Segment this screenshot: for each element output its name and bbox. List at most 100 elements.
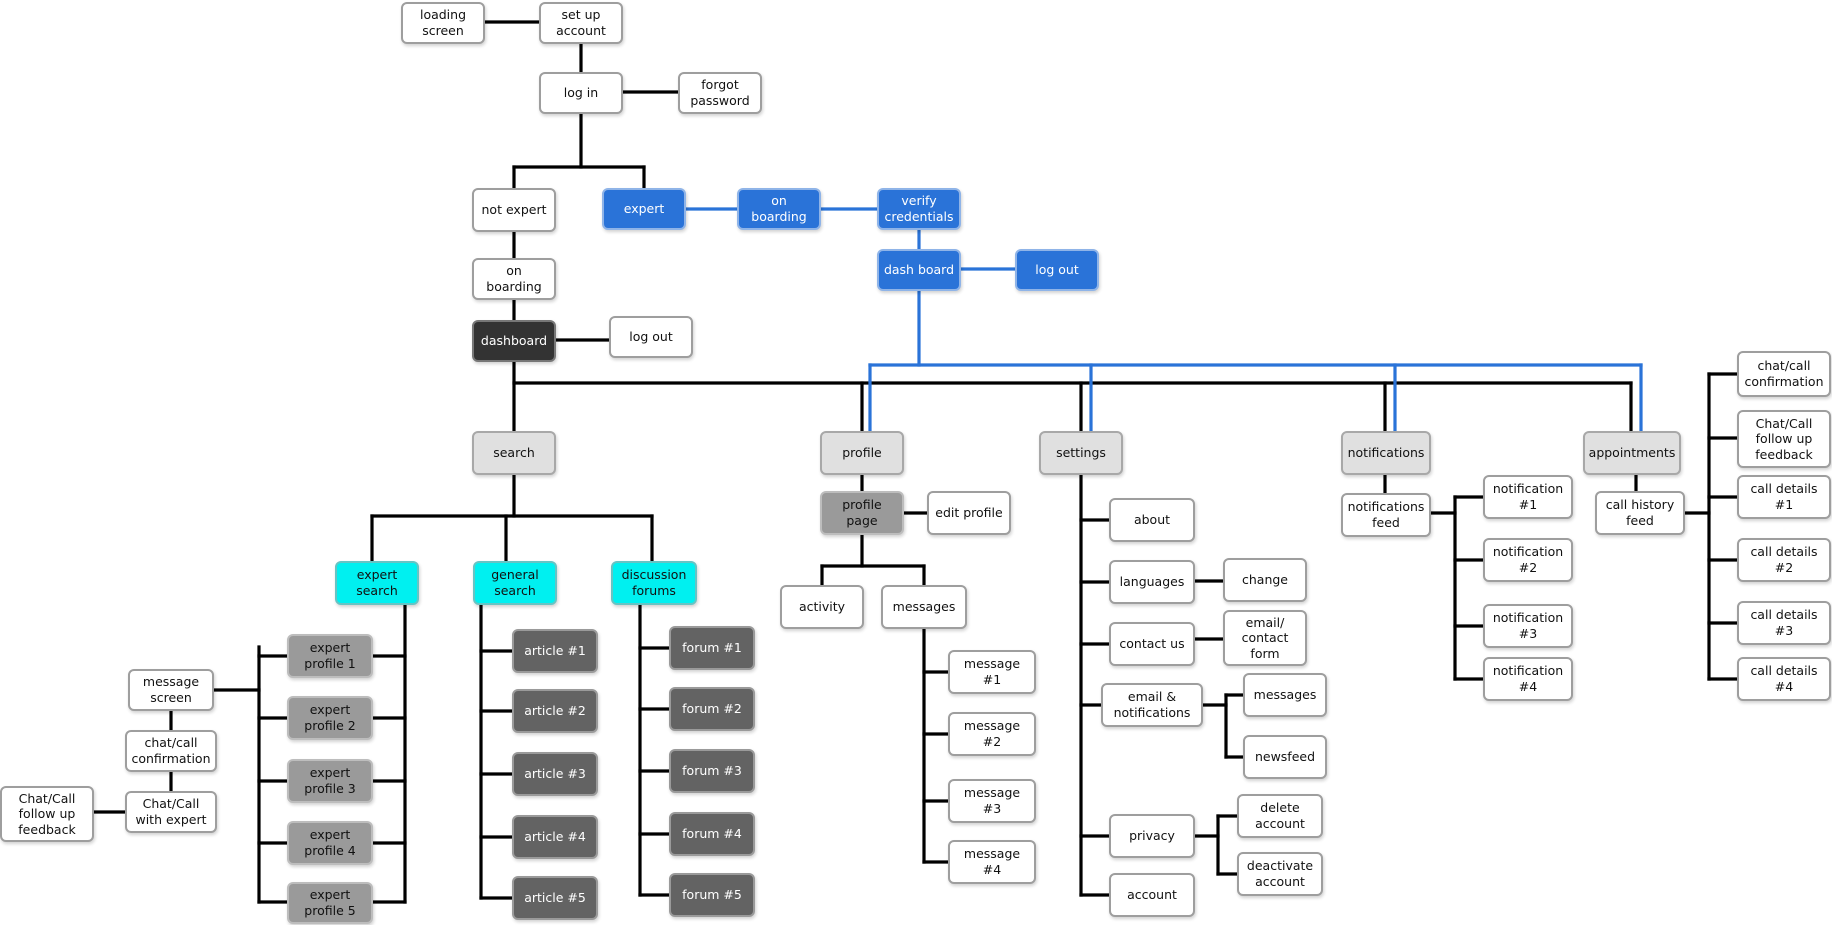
node-label: message #1 <box>963 656 1021 687</box>
node-label: message screen <box>142 674 200 705</box>
node-profilepage: profile page <box>820 491 904 535</box>
node-label: profile page <box>842 497 882 528</box>
node-label: Chat/Call with expert <box>135 796 207 827</box>
node-about: about <box>1109 498 1195 542</box>
node-profile: profile <box>820 431 904 475</box>
node-newsfeed: newsfeed <box>1243 735 1327 779</box>
node-notifications: notifications <box>1341 431 1431 475</box>
node-f3: forum #3 <box>669 749 755 793</box>
node-label: expert profile 1 <box>304 640 356 671</box>
node-label: set up account <box>556 7 606 38</box>
node-label: expert profile 3 <box>304 765 356 796</box>
node-label: article #4 <box>524 829 586 845</box>
node-chatfollow: Chat/Call follow up feedback <box>0 786 94 842</box>
node-a4: article #4 <box>512 815 598 859</box>
node-chatexpert: Chat/Call with expert <box>125 791 217 833</box>
node-label: forgot password <box>690 77 750 108</box>
node-notiffeed: notifications feed <box>1341 493 1431 537</box>
node-label: notifications feed <box>1347 499 1425 530</box>
node-m2: message #2 <box>948 712 1036 756</box>
node-label: expert search <box>356 567 398 598</box>
node-chatconf2: chat/call confirmation <box>1737 351 1831 397</box>
node-m1: message #1 <box>948 650 1036 694</box>
node-ep3: expert profile 3 <box>287 759 373 803</box>
node-privacy: privacy <box>1109 814 1195 858</box>
node-label: article #5 <box>524 890 586 906</box>
node-label: settings <box>1056 445 1106 461</box>
node-f4: forum #4 <box>669 812 755 856</box>
node-settings: settings <box>1039 431 1123 475</box>
node-forums: discussion forums <box>611 561 697 605</box>
node-f1: forum #1 <box>669 626 755 670</box>
node-activity: activity <box>780 585 864 629</box>
node-label: messages <box>892 599 956 615</box>
node-label: article #2 <box>524 703 586 719</box>
node-m3: message #3 <box>948 779 1036 823</box>
node-expert: expert <box>602 188 686 230</box>
node-ep5: expert profile 5 <box>287 882 373 924</box>
node-f2: forum #2 <box>669 687 755 731</box>
node-label: general search <box>491 567 539 598</box>
node-contactform: email/ contact form <box>1223 610 1307 666</box>
node-label: call details #1 <box>1750 481 1818 512</box>
node-label: loading screen <box>419 7 467 38</box>
node-label: Chat/Call follow up feedback <box>1755 415 1813 462</box>
node-label: dash board <box>883 262 955 278</box>
node-appointments: appointments <box>1583 431 1681 475</box>
node-label: message #3 <box>963 785 1021 816</box>
node-change: change <box>1223 558 1307 602</box>
node-f5: forum #5 <box>669 873 755 917</box>
node-a3: article #3 <box>512 752 598 796</box>
node-logout-blue: log out <box>1015 249 1099 291</box>
node-ep1: expert profile 1 <box>287 634 373 678</box>
node-label: log out <box>629 329 673 345</box>
node-label: privacy <box>1129 828 1175 844</box>
node-label: message #2 <box>963 718 1021 749</box>
node-onboard: on boarding <box>472 258 556 300</box>
node-label: forum #2 <box>682 701 742 717</box>
node-label: on boarding <box>486 263 542 294</box>
node-label: contact us <box>1119 636 1185 652</box>
node-setup: set up account <box>539 2 623 44</box>
node-label: about <box>1133 512 1171 528</box>
node-a2: article #2 <box>512 689 598 733</box>
node-label: chat/call confirmation <box>1744 358 1824 389</box>
node-label: call details #4 <box>1750 663 1818 694</box>
node-dashboard-blue: dash board <box>877 249 961 291</box>
node-label: email & notifications <box>1113 689 1191 720</box>
node-cd3: call details #3 <box>1737 601 1831 645</box>
node-label: email/ contact form <box>1241 614 1289 661</box>
node-forgot: forgot password <box>678 72 762 114</box>
node-label: activity <box>798 599 846 615</box>
node-label: appointments <box>1588 445 1676 461</box>
node-label: edit profile <box>935 505 1003 521</box>
node-n3: notification #3 <box>1483 604 1573 648</box>
node-n1: notification #1 <box>1483 475 1573 519</box>
node-cd1: call details #1 <box>1737 475 1831 519</box>
node-label: log out <box>1035 262 1079 278</box>
node-label: change <box>1241 572 1288 588</box>
node-label: discussion forums <box>621 567 687 598</box>
node-onboard-blue: on boarding <box>737 188 821 230</box>
node-notexpert: not expert <box>472 188 556 232</box>
node-label: call details #3 <box>1750 607 1818 638</box>
node-label: deactivate account <box>1246 858 1314 889</box>
node-label: call history feed <box>1605 497 1675 528</box>
node-label: message #4 <box>963 846 1021 877</box>
node-label: search <box>493 445 535 461</box>
node-label: delete account <box>1255 800 1305 831</box>
node-label: notifications <box>1347 445 1425 461</box>
node-search: search <box>472 431 556 475</box>
node-verify: verify credentials <box>877 188 961 230</box>
node-expertsearch: expert search <box>335 561 419 605</box>
node-login: log in <box>539 72 623 114</box>
node-label: notification #1 <box>1492 481 1564 512</box>
node-label: expert profile 2 <box>304 702 356 733</box>
node-editprofile: edit profile <box>927 491 1011 535</box>
node-label: forum #4 <box>682 826 742 842</box>
node-n2: notification #2 <box>1483 538 1573 582</box>
node-cd2: call details #2 <box>1737 538 1831 582</box>
node-label: Chat/Call follow up feedback <box>18 790 76 837</box>
